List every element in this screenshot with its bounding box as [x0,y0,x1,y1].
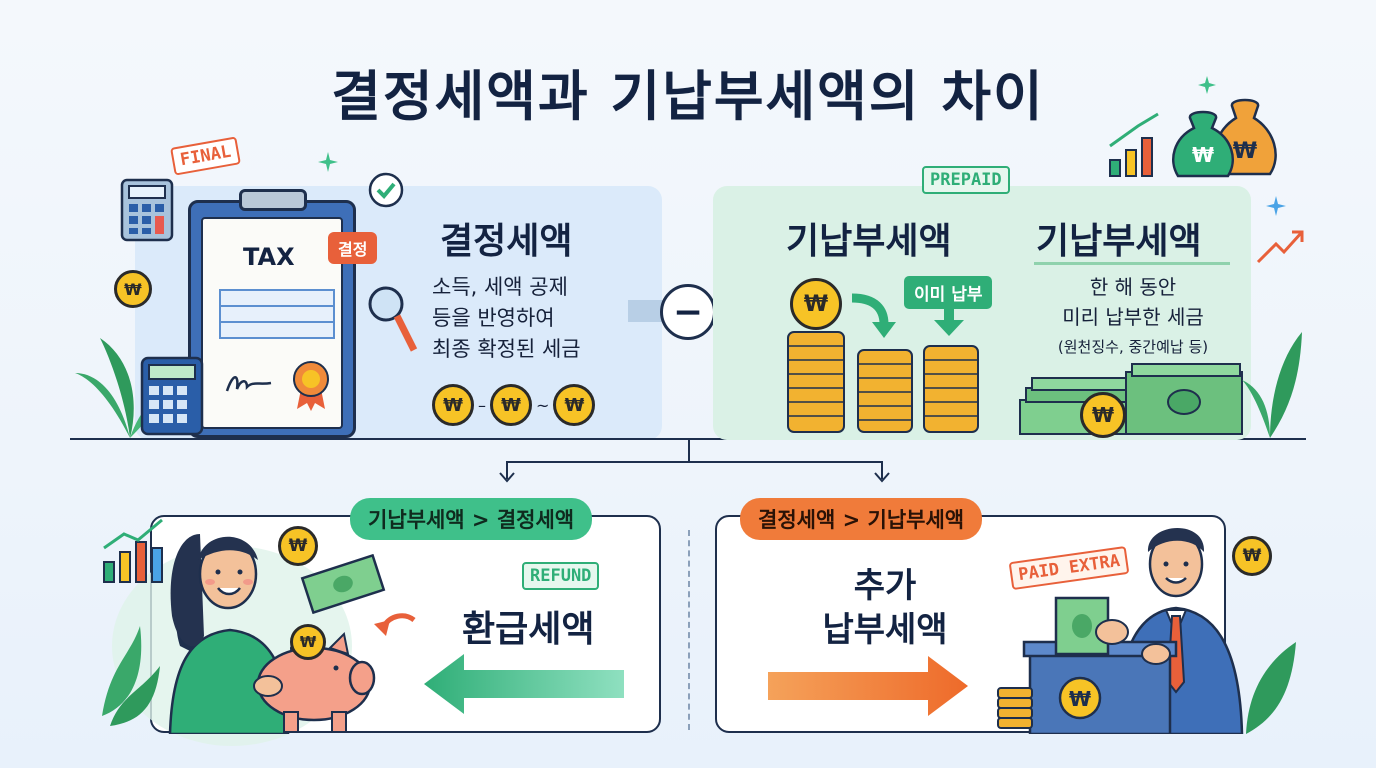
refund-tag: REFUND [522,562,600,590]
plant-icon [75,338,182,438]
label-line: 추가 [853,566,917,606]
signature-icon [225,376,272,392]
stamp-label: 결정 [328,232,378,264]
coin-range: ₩ – ₩ ~ ₩ [432,384,596,426]
cash-bill-icon [300,554,386,614]
curved-arrow-icon [374,613,416,636]
woman-with-piggy-bank [102,534,376,734]
arrow-right-icon [768,656,968,716]
money-bag-icon: ₩ ₩ [1172,98,1277,178]
form-table [219,289,335,339]
svg-text:₩: ₩ [1233,139,1257,164]
won-coin-icon: ₩ [290,624,326,660]
man-paying-tax: ₩ [997,527,1296,734]
refund-condition: 기납부세액 > 결정세액 [350,498,593,540]
additional-payment-condition: 결정세액 > 기납부세액 [740,498,983,540]
down-arrow-icon [874,461,890,483]
growth-chart-icon [103,518,163,583]
won-coin-icon: ₩ [114,270,152,308]
range-separator: – [478,395,486,415]
magnifier-icon [368,286,418,352]
prepaid-heading-right: 기납부세액 [1036,221,1202,262]
clip-icon [239,189,307,211]
won-coin-icon: ₩ [553,384,596,426]
curved-arrow-icon [851,293,896,338]
won-coin-icon: ₩ [1080,392,1126,438]
won-coin-icon: ₩ [790,278,842,330]
svg-text:₩: ₩ [1069,687,1091,711]
coin-stacks-icon [787,331,979,433]
heading-underline [1034,262,1230,265]
plant-icon [1242,332,1302,438]
final-tax-description: 소득, 세액 공제 등을 반영하여 최종 확정된 세금 [432,272,581,365]
won-coin-icon: ₩ [1232,536,1272,576]
check-icon [368,172,404,208]
refund-amount-label: 환급세액 [462,609,595,650]
connector-line [688,438,690,462]
divider [688,530,690,730]
description-line: 소득, 세액 공제 [432,275,568,299]
final-tax-heading: 결정세액 [440,221,573,262]
calculator-icon [120,178,174,242]
clipboard-heading: TAX [243,243,295,271]
trend-arrow-icon [1256,230,1304,264]
growth-chart-icon [1109,112,1159,177]
label-line: 납부세액 [822,610,948,650]
minus-operator: − [660,284,716,340]
cash-stack-icon [1019,363,1243,435]
won-coin-icon: ₩ [432,384,474,426]
sparkle-icon [1198,76,1216,94]
sparkle-icon [318,152,338,172]
won-coin-icon: ₩ [490,384,532,426]
svg-text:₩: ₩ [1192,143,1214,167]
final-tag: FINAL [170,136,242,176]
sparkle-icon [1266,196,1286,216]
down-arrow-icon [499,461,515,483]
seal-icon [293,361,329,411]
range-separator: ~ [536,395,550,415]
description-line: 최종 확정된 세금 [432,337,581,361]
arrow-shaft [628,300,668,322]
prepaid-note: (원천징수, 중간예납 등) [1057,338,1209,356]
connector-line [506,461,882,463]
prepaid-heading-left: 기납부세액 [786,221,952,262]
additional-payment-label: 추가 납부세액 [800,564,970,652]
description-line: 등을 반영하여 [432,306,555,330]
page-title: 결정세액과 기납부세액의 차이 [331,65,1045,128]
description-line: 미리 납부한 세금 [1062,305,1204,329]
prepaid-tag: PREPAID [922,166,1010,194]
calculator-icon [140,356,204,436]
won-coin-icon: ₩ [278,526,318,566]
arrow-left-icon [424,654,624,714]
down-arrow-icon [934,302,964,336]
description-line: 한 해 동안 [1089,275,1177,299]
prepaid-description: 한 해 동안 미리 납부한 세금 (원천징수, 중간예납 등) [1040,272,1226,362]
